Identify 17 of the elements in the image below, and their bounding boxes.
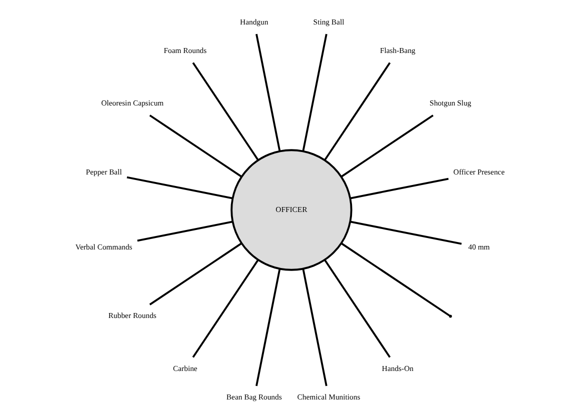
connector xyxy=(126,176,232,200)
connector xyxy=(302,34,327,152)
connector xyxy=(323,259,390,358)
connector xyxy=(350,178,448,200)
connector xyxy=(323,62,390,161)
connector xyxy=(148,242,242,306)
connector xyxy=(340,114,434,178)
connector xyxy=(192,62,258,161)
connector xyxy=(350,220,462,245)
connector xyxy=(192,259,258,358)
connector xyxy=(136,220,232,242)
connector xyxy=(255,34,280,152)
connector xyxy=(302,268,327,386)
connector xyxy=(340,242,450,316)
node-point xyxy=(448,314,452,318)
connector xyxy=(148,114,242,178)
connector xyxy=(255,268,280,386)
